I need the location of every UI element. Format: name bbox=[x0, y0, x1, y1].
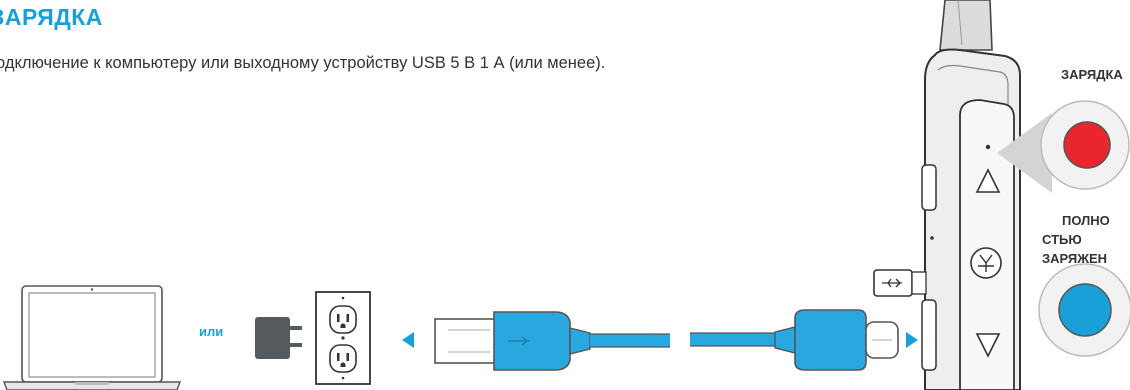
charging-led-red-icon bbox=[1063, 121, 1111, 169]
arrow-right-icon bbox=[906, 332, 918, 348]
or-label: или bbox=[199, 324, 224, 339]
wall-adapter-icon bbox=[255, 317, 302, 359]
charged-led-blue-icon bbox=[1058, 283, 1112, 337]
charging-description: одключение к компьютеру или выходному ус… bbox=[0, 54, 606, 72]
charging-label: ЗАРЯДКА bbox=[1061, 67, 1123, 82]
fully-charged-label-line3: ЗАРЯЖЕН bbox=[1042, 251, 1108, 266]
fully-charged-label-line2: СТЬЮ bbox=[1042, 232, 1082, 247]
charging-callout-pointer bbox=[997, 113, 1052, 193]
laptop-icon bbox=[2, 285, 182, 390]
arrow-left-icon bbox=[402, 332, 414, 348]
fully-charged-label-line1: ПОЛНО bbox=[1062, 213, 1110, 228]
usb-a-connector-icon bbox=[434, 311, 670, 371]
wall-outlet-icon bbox=[315, 291, 371, 385]
page-title: ЗАРЯДКА bbox=[0, 4, 103, 30]
headphone-remote-icon bbox=[873, 0, 1021, 390]
usb-c-connector-icon bbox=[690, 309, 899, 371]
